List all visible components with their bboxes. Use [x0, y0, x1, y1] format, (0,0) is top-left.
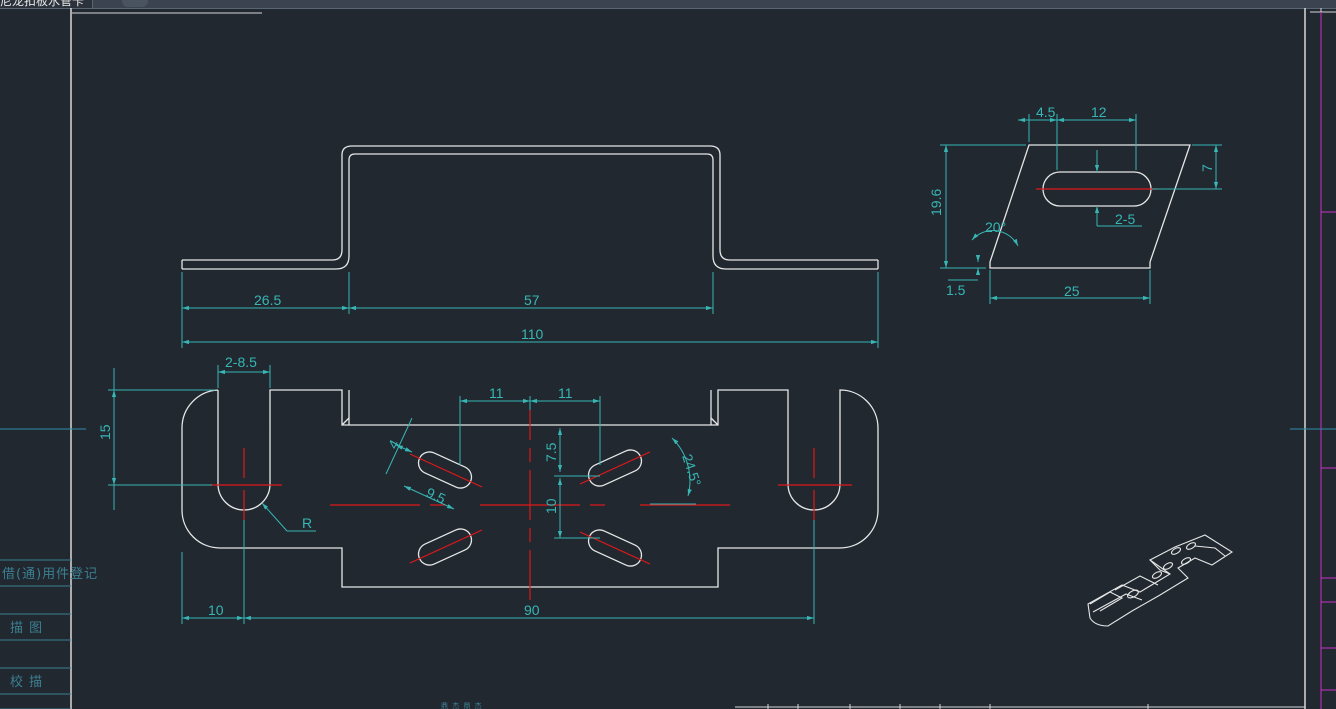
left-title-block [0, 559, 71, 709]
dim-hole-center: 90 [524, 602, 540, 618]
traced-label: 描 图 [10, 621, 43, 636]
dim-left-flange: 26.5 [254, 292, 281, 308]
used-as-label: 借(通)用件登记 [2, 567, 98, 582]
bottom-small-text: 鼎 杰 鼎 杰 [441, 701, 483, 709]
drawing-frame [0, 8, 1336, 709]
dim-height: 15 [97, 424, 113, 440]
dim-slot-width: 2-8.5 [225, 354, 257, 370]
dim-hole-spacing-right: 11 [558, 385, 573, 401]
dim-middle: 57 [524, 292, 540, 308]
dim-base-width: 25 [1064, 283, 1080, 299]
side-view-dimensions [940, 114, 1222, 304]
dim-angle: 24.5° [679, 452, 704, 488]
dim-radius: R [302, 515, 312, 531]
front-view-dimensions [181, 272, 879, 348]
document-tab[interactable]: 尼龙扣板水管卡 [0, 0, 94, 8]
top-view-dimensions [108, 365, 815, 624]
dim-vertical-lower: 10 [543, 498, 559, 514]
top-tab-bar: 尼龙扣板水管卡 [0, 0, 1336, 9]
checked-label: 校 描 [10, 674, 43, 690]
dim-slot-width-small: 4 [385, 437, 403, 452]
dim-thickness: 1.5 [946, 282, 966, 298]
dim-side-slot-height: 7 [1199, 164, 1215, 172]
dim-edge-offset: 10 [208, 602, 224, 618]
dim-vertical-upper: 7.5 [543, 442, 559, 462]
front-view-outline [181, 145, 879, 270]
dim-top-offset: 4.5 [1036, 104, 1056, 120]
top-view-centerlines [210, 410, 852, 600]
dim-side-height: 19.6 [928, 189, 944, 216]
side-view-outline [989, 144, 1191, 269]
dim-side-slot-length: 12 [1091, 104, 1107, 120]
dim-hole-spacing-left: 11 [489, 385, 504, 401]
dim-side-slot-width: 2-5 [1115, 211, 1135, 227]
isometric-view [1087, 534, 1234, 627]
dim-side-angle: 20° [985, 219, 1006, 235]
plus-icon[interactable] [122, 0, 148, 7]
dim-overall: 110 [521, 326, 544, 342]
dim-slot-length: 9.5 [424, 484, 449, 507]
